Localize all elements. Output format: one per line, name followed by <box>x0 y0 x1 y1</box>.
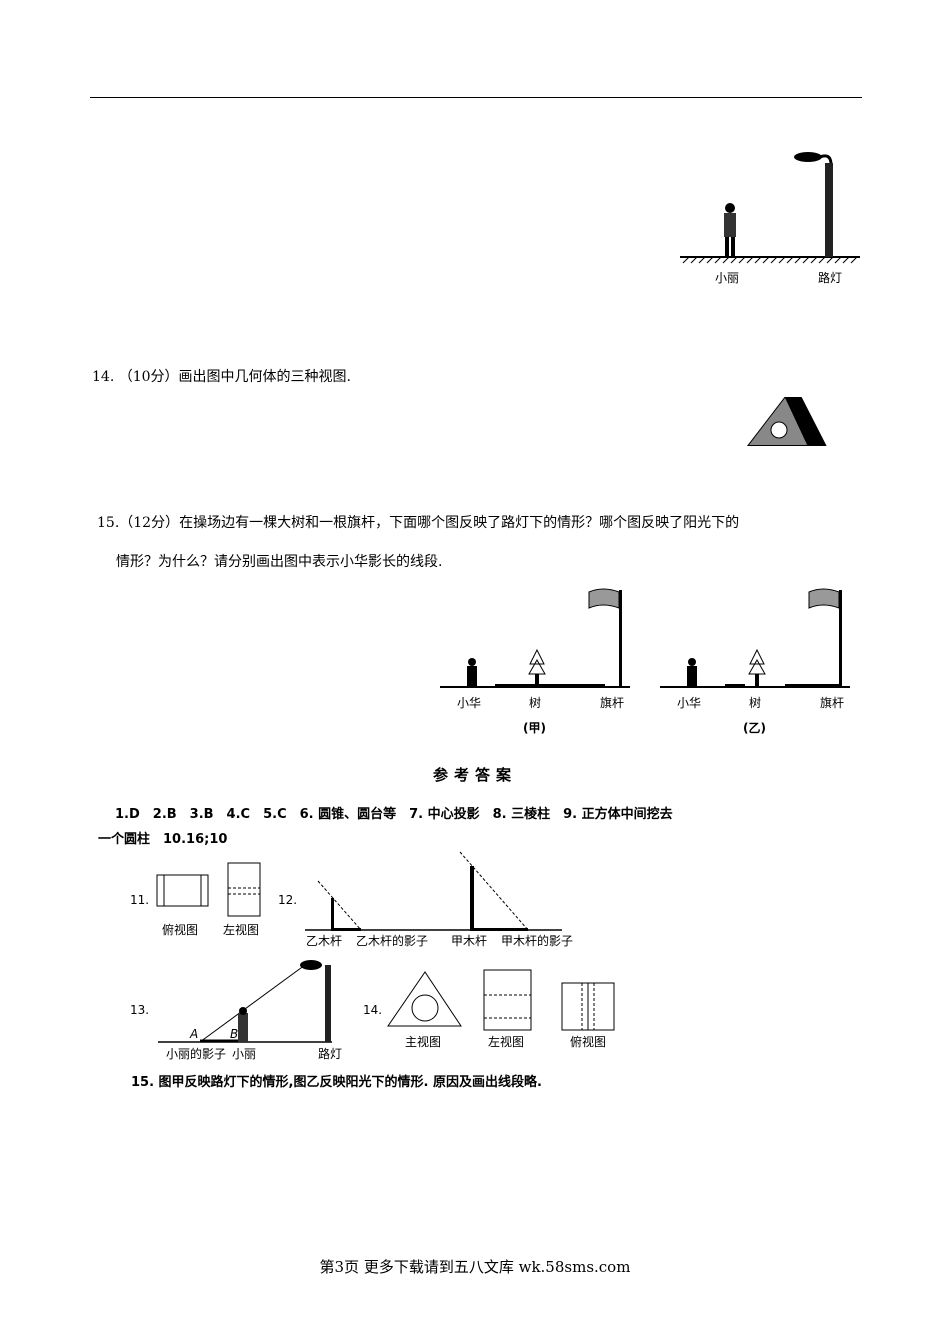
q15-figures: 小华 树 旗杆 (甲) 小华 树 旗杆 (乙) <box>440 588 850 735</box>
figure-label: 旗杆 <box>600 695 624 710</box>
figure-label: 小华 <box>457 696 481 710</box>
street-lamp-icon <box>794 152 833 257</box>
figure-yi: 小华 树 旗杆 (乙) <box>660 588 850 735</box>
figure-label: 11. <box>130 893 149 907</box>
figure-label: 甲木杆 <box>451 934 487 948</box>
answer-figures: 11. 俯视图 左视图 12. 乙木杆 乙木杆的影子 甲木杆 甲木杆的影子 13… <box>130 851 615 1061</box>
figure-label: 14. <box>363 1003 382 1017</box>
figure-label: 左视图 <box>223 922 259 937</box>
question-14: 14. （10分）画出图中几何体的三种视图. <box>92 369 351 385</box>
answer-12: 12. 乙木杆 乙木杆的影子 甲木杆 甲木杆的影子 <box>278 851 573 948</box>
figure-label: 12. <box>278 893 297 907</box>
label-lamp: 路灯 <box>818 270 842 285</box>
question-15-line1: 15.（12分）在操场边有一棵大树和一根旗杆，下面哪个图反映了路灯下的情形？哪个… <box>97 515 740 531</box>
q14-solid-figure <box>746 397 827 446</box>
figure-label: B <box>230 1027 238 1041</box>
figure-label: 小丽 <box>232 1047 256 1061</box>
figure-label: 俯视图 <box>570 1034 606 1049</box>
figure-label: 小丽的影子 <box>166 1046 226 1061</box>
header-rule <box>90 97 862 98</box>
figure-label: 乙木杆的影子 <box>356 933 428 948</box>
figure-label: 俯视图 <box>162 922 198 937</box>
figure-label: (乙) <box>743 721 766 735</box>
figure-label: 树 <box>529 695 541 710</box>
answers-line1: 1.D 2.B 3.B 4.C 5.C 6. 圆锥、圆台等 7. 中心投影 8.… <box>115 807 673 822</box>
figure-label: A <box>189 1027 198 1041</box>
answer-11: 11. 俯视图 左视图 <box>130 862 261 937</box>
figure-label: 旗杆 <box>820 695 844 710</box>
question-15-line2: 情形？为什么？请分别画出图中表示小华影长的线段. <box>116 554 443 570</box>
q13-figure: 小丽 路灯 <box>680 152 860 285</box>
figure-label: 13. <box>130 1003 149 1017</box>
figure-label: 树 <box>749 695 761 710</box>
answers-heading: 参考答案 <box>432 766 517 784</box>
figure-jia: 小华 树 旗杆 (甲) <box>440 588 630 735</box>
figure-label: 主视图 <box>405 1034 441 1049</box>
answer-15: 15. 图甲反映路灯下的情形,图乙反映阳光下的情形. 原因及画出线段略. <box>131 1075 542 1090</box>
answer-13: 13. A B 小丽的影子 小丽 路灯 <box>130 960 342 1061</box>
figure-label: (甲) <box>523 721 546 735</box>
figure-label: 小华 <box>677 696 701 710</box>
answer-14: 14. 主视图 左视图 俯视图 <box>363 969 615 1049</box>
page-footer: 第3页 更多下载请到五八文库 wk.58sms.com <box>319 1258 631 1276</box>
figure-label: 路灯 <box>318 1046 342 1061</box>
label-person: 小丽 <box>715 271 739 285</box>
person-icon <box>724 203 736 257</box>
figure-label: 乙木杆 <box>306 934 342 948</box>
answers-line2: 一个圆柱 10.16;10 <box>98 832 228 847</box>
figure-label: 左视图 <box>488 1034 524 1049</box>
figure-label: 甲木杆的影子 <box>501 933 573 948</box>
